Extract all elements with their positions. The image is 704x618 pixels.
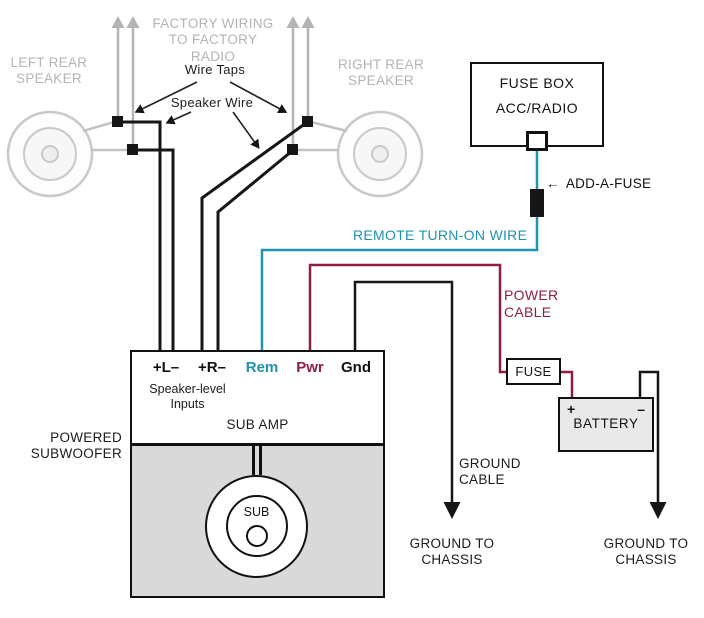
speaker-wire-left-pos <box>117 120 162 351</box>
subwoofer-cone: SUB <box>225 495 288 557</box>
battery-negative-terminal: – <box>637 401 645 417</box>
subwoofer-icon: SUB <box>205 474 308 578</box>
powered-subwoofer: +L– +R– Rem Pwr Gnd Speaker-level Inputs… <box>130 350 385 598</box>
speaker-level-inputs-label: Speaker-level Inputs <box>149 382 226 412</box>
factory-speaker-leads <box>82 120 348 152</box>
speaker-wire-right-neg <box>216 149 293 351</box>
wire-taps-label: Wire Taps <box>184 62 246 77</box>
battery-label: BATTERY <box>573 416 639 431</box>
speaker-wire-right-pos <box>200 121 307 351</box>
right-rear-speaker-icon <box>336 110 424 198</box>
wire-taps-arrow-right <box>229 81 288 113</box>
ground-cable-label: GROUND CABLE <box>459 456 521 488</box>
terminal-power: Pwr <box>296 359 324 376</box>
speaker-wire-left-neg <box>132 148 175 351</box>
terminal-right-input: +R– <box>198 359 226 376</box>
amp-divider <box>132 443 383 446</box>
speaker-wire-arrow-right <box>232 111 260 149</box>
speaker-wire-label: Speaker Wire <box>170 95 254 110</box>
ground-to-chassis-right-label: GROUND TO CHASSIS <box>603 536 689 568</box>
add-a-fuse-holder <box>530 189 544 217</box>
terminal-remote: Rem <box>245 359 279 376</box>
wire-tap <box>287 144 298 155</box>
sub-amp-label: SUB AMP <box>226 417 289 432</box>
factory-wiring-label: FACTORY WIRING TO FACTORY RADIO <box>152 16 274 64</box>
sub-connector-wire <box>252 445 255 475</box>
left-rear-speaker-icon <box>6 110 94 198</box>
amp-ground-wire <box>353 280 461 519</box>
speaker-wires <box>117 120 307 351</box>
right-rear-speaker-label: RIGHT REAR SPEAKER <box>337 57 424 89</box>
subwoofer-dust-cap <box>245 525 268 547</box>
left-rear-speaker-label: LEFT REAR SPEAKER <box>10 55 88 87</box>
battery-positive-terminal: + <box>567 401 576 417</box>
powered-subwoofer-label: POWERED SUBWOOFER <box>30 430 122 462</box>
terminal-left-input: +L– <box>152 359 180 376</box>
ground-to-chassis-left-label: GROUND TO CHASSIS <box>409 536 495 568</box>
inline-fuse: FUSE <box>506 358 561 385</box>
ground-wires <box>353 280 667 519</box>
sub-connector-wire <box>259 445 262 475</box>
add-a-fuse-label: ADD-A-FUSE <box>565 176 652 191</box>
factory-wiring-arrows <box>111 16 315 144</box>
sub-label: SUB <box>243 505 270 519</box>
remote-turn-on-wire-label: REMOTE TURN-ON WIRE <box>353 227 528 243</box>
speaker-wire-arrow-left <box>165 111 192 125</box>
left-arrow-icon: ← <box>546 176 560 191</box>
annotation-arrows <box>134 81 288 149</box>
power-cable-wire <box>308 263 574 399</box>
fuse-box-circuit: ACC/RADIO <box>495 100 579 116</box>
acc-radio-connector <box>526 131 548 151</box>
terminal-ground: Gnd <box>341 359 371 376</box>
fuse-box-title: FUSE BOX <box>499 75 575 91</box>
battery-ground-wire <box>638 370 667 519</box>
add-a-fuse-callout: ← ADD-A-FUSE <box>546 176 651 192</box>
wire-tap <box>302 116 313 127</box>
power-cable-label: POWER CABLE <box>504 287 559 321</box>
wire-taps-arrow-left <box>134 81 198 114</box>
battery: + – BATTERY <box>558 397 654 452</box>
